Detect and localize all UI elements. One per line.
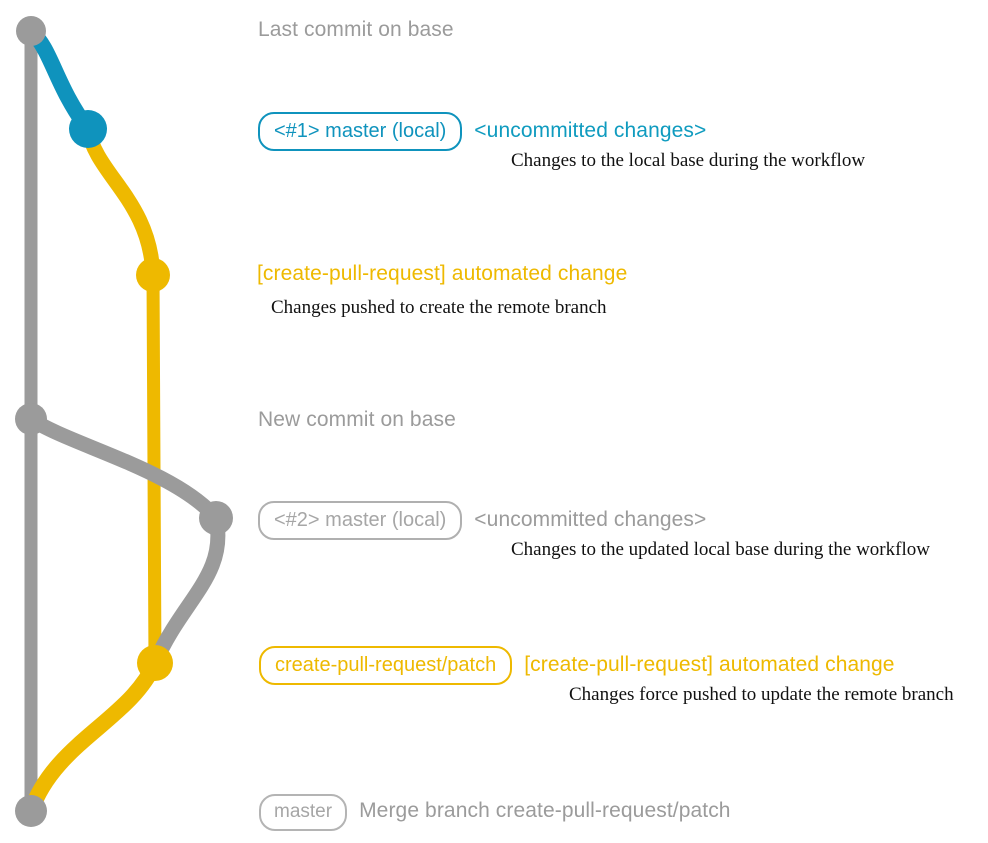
commit-description-pr-update: Changes force pushed to update the remot… [569, 684, 954, 705]
commit-row-base-last: Last commit on base [258, 17, 454, 43]
commit-row-base-new: New commit on base [258, 407, 456, 433]
commit-headline-merge: Merge branch create-pull-request/patch [359, 799, 731, 822]
commit-row-merge: master Merge branch create-pull-request/… [259, 794, 731, 831]
ref-badge-master-local-2[interactable]: <#2> master (local) [258, 501, 463, 540]
ref-badge-master[interactable]: master [259, 794, 348, 831]
commit-headline-local-1: <uncommitted changes> [474, 119, 707, 142]
commit-row-pr-create: [create-pull-request] automated change [257, 261, 627, 287]
commit-description-local-1: Changes to the local base during the wor… [511, 150, 866, 171]
commit-headline-base-last: Last commit on base [258, 18, 454, 41]
commit-description-local-2: Changes to the updated local base during… [511, 539, 930, 560]
commit-headline-pr-create: [create-pull-request] automated change [257, 262, 628, 285]
ref-badge-create-pull-request-patch[interactable]: create-pull-request/patch [259, 646, 513, 685]
commit-headline-pr-update: [create-pull-request] automated change [524, 653, 895, 676]
commit-row-pr-update: create-pull-request/patch [create-pull-r… [259, 646, 895, 685]
commit-description-pr-create: Changes pushed to create the remote bran… [271, 297, 607, 318]
commit-headline-base-new: New commit on base [258, 408, 456, 431]
commit-row-local-2: <#2> master (local) <uncommitted changes… [258, 501, 706, 540]
ref-badge-master-local-1[interactable]: <#1> master (local) [258, 112, 463, 151]
commit-row-local-1: <#1> master (local) <uncommitted changes… [258, 112, 706, 151]
commit-headline-local-2: <uncommitted changes> [474, 508, 707, 531]
